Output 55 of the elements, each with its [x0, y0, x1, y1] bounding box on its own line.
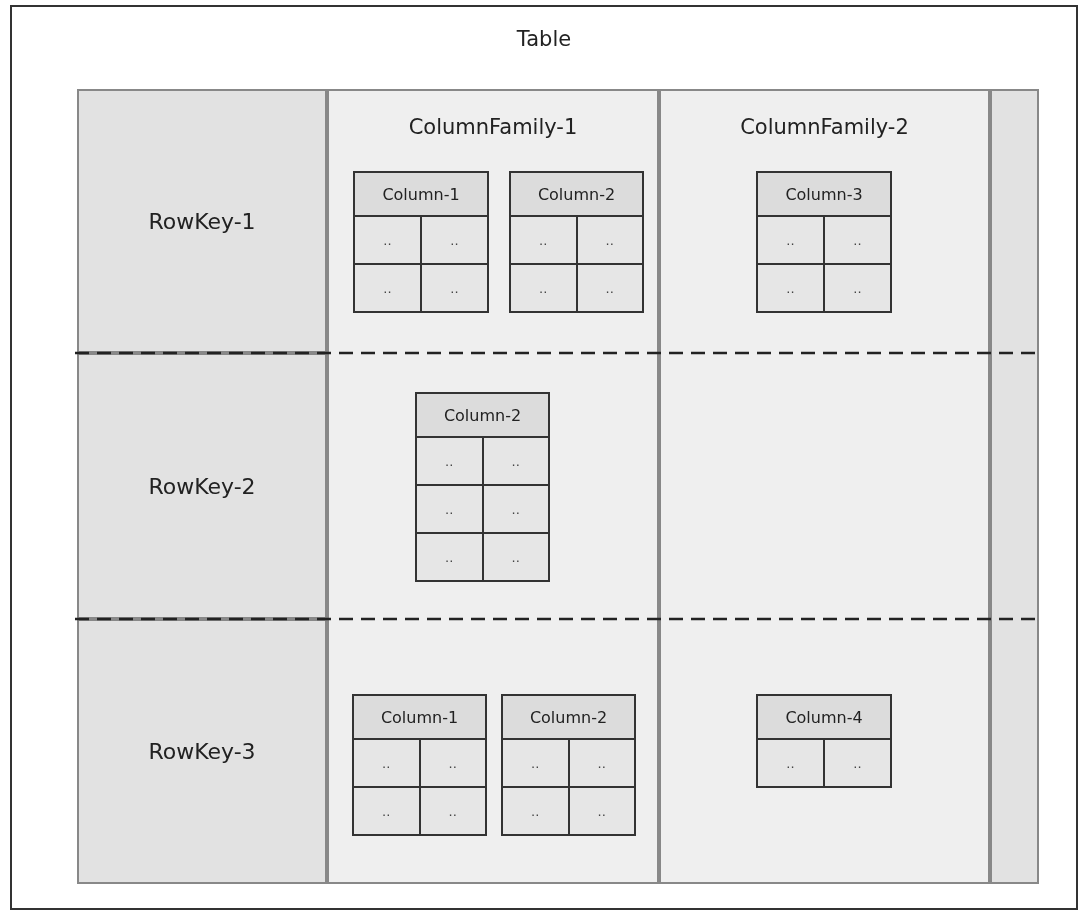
column-header: Column-2 — [417, 394, 548, 436]
value-cell: .. — [758, 265, 823, 311]
value-cell: .. — [483, 438, 548, 484]
value-cell: .. — [420, 740, 485, 786]
column-family-band — [327, 89, 659, 884]
value-cell: .. — [422, 217, 487, 263]
value-cell: .. — [503, 740, 568, 786]
value-cell: .. — [354, 788, 419, 834]
value-cell: .. — [511, 265, 576, 311]
column-block — [756, 171, 892, 313]
column-block — [352, 694, 487, 836]
column-block — [501, 694, 636, 836]
value-cell: .. — [420, 788, 485, 834]
value-cell: .. — [417, 486, 482, 532]
table-frame — [10, 5, 1078, 910]
column-header: Column-4 — [758, 696, 890, 738]
column-header: Column-3 — [758, 173, 890, 215]
value-cell: .. — [825, 740, 890, 786]
column-header: Column-2 — [503, 696, 634, 738]
column-family-band — [659, 89, 990, 884]
value-cell: .. — [483, 486, 548, 532]
row-key-label: RowKey-2 — [148, 473, 256, 499]
value-cell: .. — [417, 534, 482, 580]
column-block — [353, 171, 489, 313]
value-cell: .. — [417, 438, 482, 484]
value-cell: .. — [758, 217, 823, 263]
row-key-cell — [77, 619, 327, 884]
column-family-title: ColumnFamily-2 — [739, 115, 910, 139]
value-cell: .. — [825, 217, 890, 263]
value-cell: .. — [422, 265, 487, 311]
value-cell: .. — [569, 740, 634, 786]
value-cell: .. — [355, 265, 420, 311]
value-cell: .. — [577, 265, 642, 311]
value-cell: .. — [577, 217, 642, 263]
value-cell: .. — [569, 788, 634, 834]
row-key-label: RowKey-1 — [148, 208, 256, 234]
value-cell: .. — [503, 788, 568, 834]
column-block — [756, 694, 892, 788]
value-cell: .. — [825, 265, 890, 311]
table-title: Table — [515, 27, 573, 51]
column-header: Column-2 — [511, 173, 642, 215]
value-cell: .. — [354, 740, 419, 786]
column-block — [509, 171, 644, 313]
row-key-cell — [77, 89, 327, 353]
column-family-title: ColumnFamily-1 — [407, 115, 579, 139]
row-key-label: RowKey-3 — [148, 739, 256, 764]
row-key-cell — [77, 353, 327, 619]
empty-band — [990, 89, 1039, 884]
value-cell: .. — [758, 740, 823, 786]
value-cell: .. — [483, 534, 548, 580]
column-block — [415, 392, 550, 582]
value-cell: .. — [355, 217, 420, 263]
column-header: Column-1 — [355, 173, 487, 215]
value-cell: .. — [511, 217, 576, 263]
column-header: Column-1 — [354, 696, 485, 738]
